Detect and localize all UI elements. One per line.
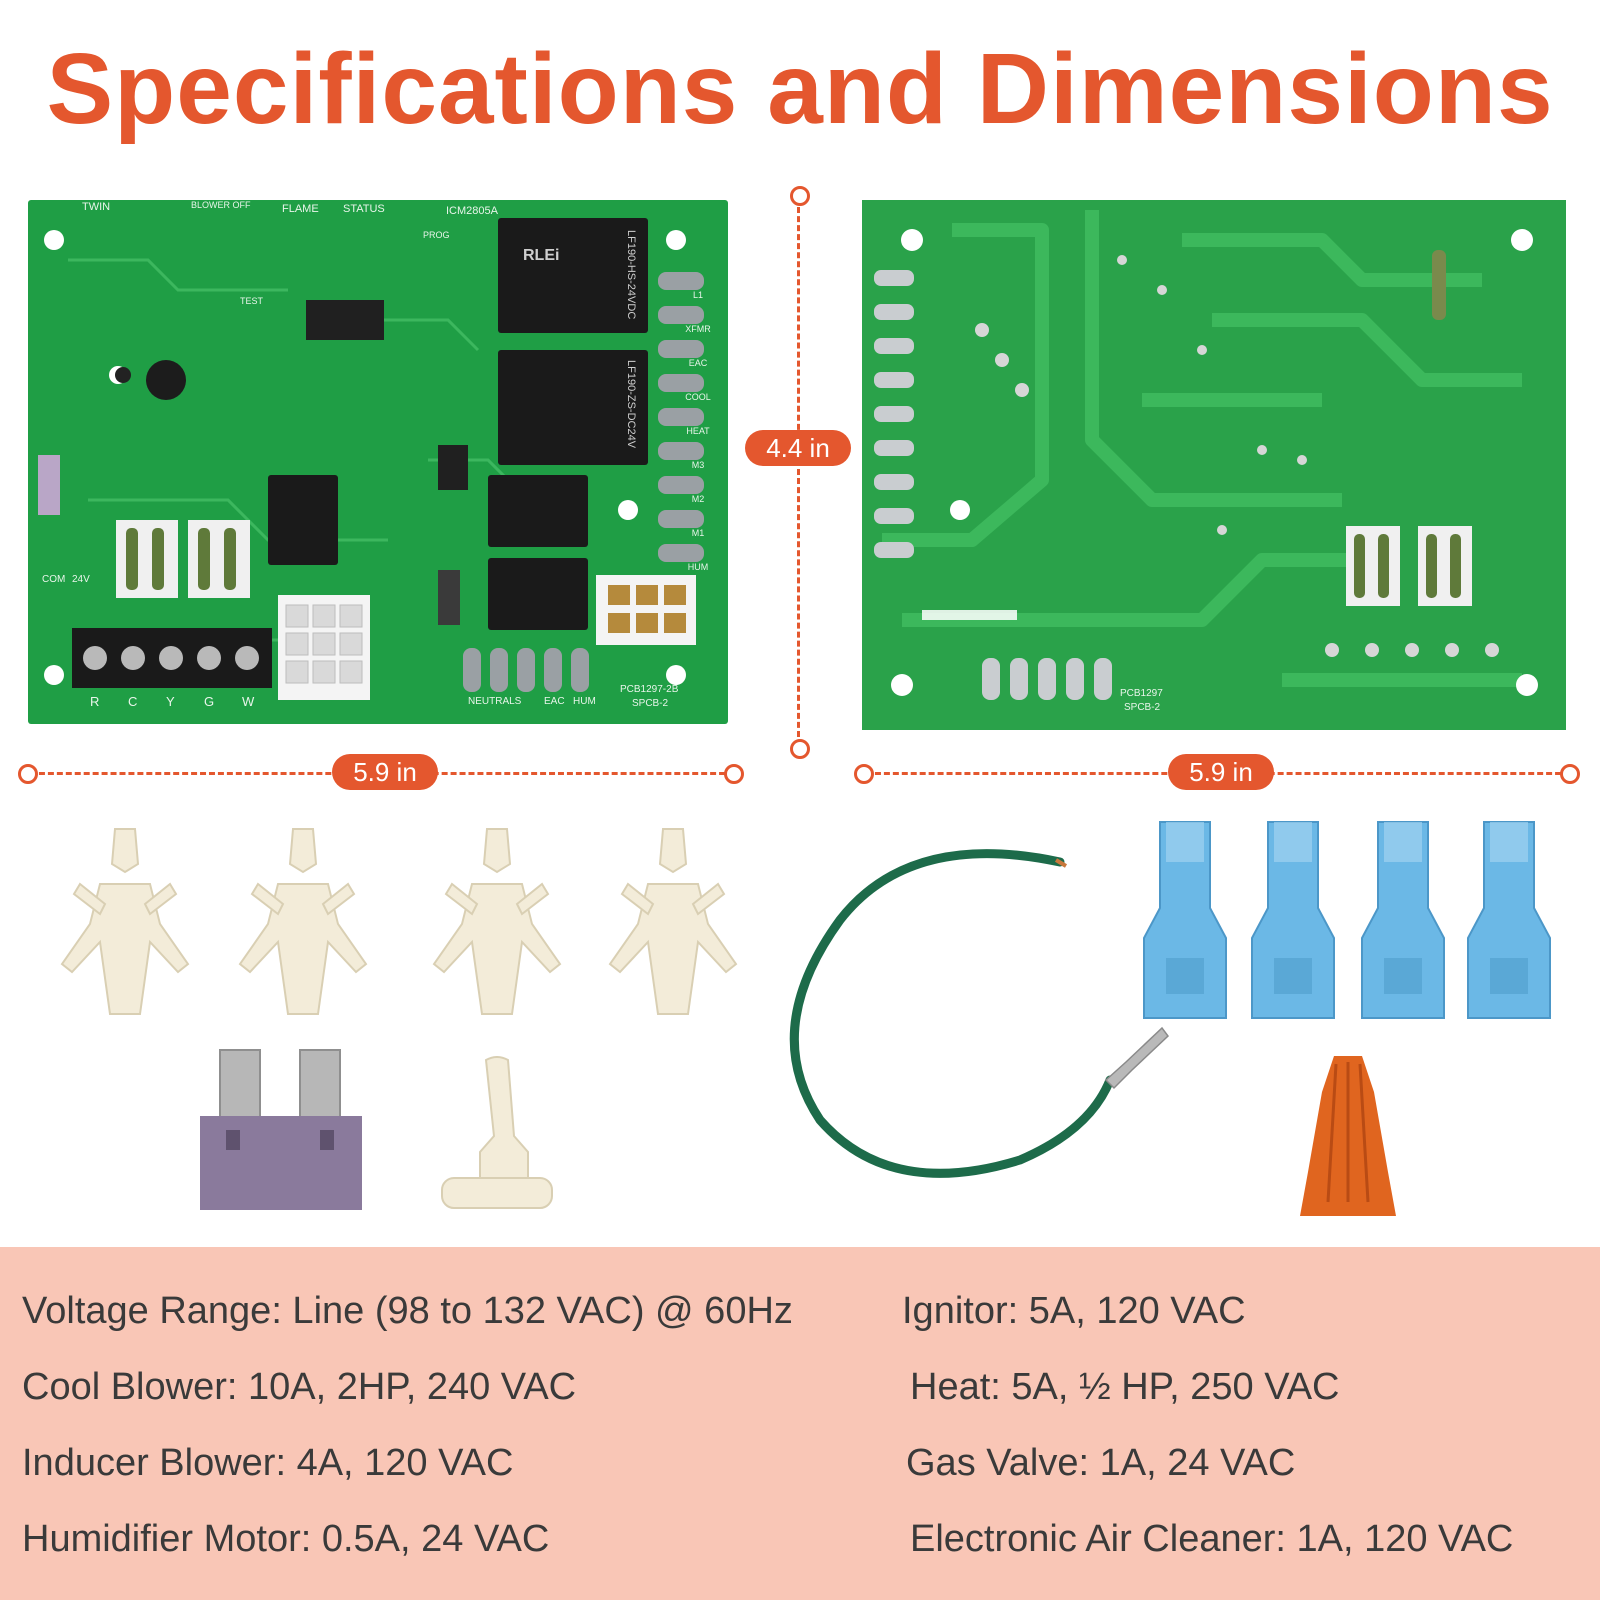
tab-label-eac: EAC	[689, 358, 708, 368]
spec-humidifier-motor: Humidifier Motor: 0.5A, 24 VAC	[22, 1518, 550, 1560]
silk-spcb: SPCB-2	[632, 698, 669, 709]
tab-label-cool: COOL	[685, 392, 711, 402]
connector-p2	[596, 575, 696, 645]
terminal-block	[72, 628, 272, 688]
tab-label-m2: M2	[692, 494, 705, 504]
connector-p1	[278, 595, 370, 700]
silk-test: TEST	[240, 296, 264, 306]
standoff-icon	[608, 828, 738, 1015]
terminal-label-c: C	[128, 694, 137, 709]
fuse-icon	[200, 1049, 362, 1210]
silk-24v: 24V	[72, 574, 90, 585]
silk-com: COM	[42, 574, 65, 585]
standoff-icon	[238, 828, 368, 1015]
relay-large-2: LF190-ZS-DC24V	[498, 350, 648, 465]
relay-1-model: LF190-HS-24VDC	[625, 230, 637, 319]
wire-nut-icon	[1300, 1056, 1396, 1216]
tab-label-m3: M3	[692, 460, 705, 470]
relay-small-1	[488, 475, 588, 547]
width-label-back: 5.9 in	[1168, 754, 1274, 790]
silk-blower-off: BLOWER OFF	[191, 200, 251, 210]
silk-eac: EAC	[544, 696, 565, 707]
female-terminal-icon	[1251, 821, 1335, 1019]
tab-label-m1: M1	[692, 528, 705, 538]
relay-large-1: RLEi LF190-HS-24VDC	[498, 218, 648, 333]
relay-small-2	[488, 558, 588, 630]
control-board-back: PCB1297 SPCB-2	[862, 200, 1566, 730]
silk-flame: FLAME	[282, 203, 319, 215]
specifications-panel: Voltage Range: Line (98 to 132 VAC) @ 60…	[0, 1247, 1600, 1600]
jumper-wire-icon	[789, 849, 1170, 1178]
dimension-end-marker	[790, 739, 810, 759]
back-silk-pcb: PCB1297	[1120, 688, 1163, 699]
female-terminal-icon	[1467, 821, 1551, 1019]
silk-twin: TWIN	[82, 201, 110, 213]
tab-label-xfmr: XFMR	[685, 324, 711, 334]
female-terminal-icon	[1361, 821, 1445, 1019]
terminal-label-y: Y	[166, 694, 175, 709]
spec-electronic-air-cleaner: Electronic Air Cleaner: 1A, 120 VAC	[910, 1518, 1514, 1560]
silk-neutrals: NEUTRALS	[468, 696, 522, 707]
dimension-end-marker	[854, 764, 874, 784]
dimension-end-marker	[1560, 764, 1580, 784]
relay-brand-1: RLEi	[523, 247, 559, 264]
dimension-end-marker	[18, 764, 38, 784]
female-terminal-icon	[1143, 821, 1227, 1019]
silk-prog: PROG	[423, 230, 450, 240]
silk-status: STATUS	[343, 203, 385, 215]
dimension-end-marker	[790, 186, 810, 206]
silk-model: ICM2805A	[446, 205, 499, 217]
spec-ignitor: Ignitor: 5A, 120 VAC	[902, 1290, 1246, 1332]
spec-inducer-blower: Inducer Blower: 4A, 120 VAC	[22, 1442, 514, 1484]
standoff-icon	[60, 828, 190, 1015]
control-board-front: RLEi LF190-HS-24VDC LF190-ZS-DC24V	[28, 200, 728, 724]
standoff-icon	[432, 828, 562, 1015]
tab-label-hum: HUM	[688, 562, 709, 572]
back-silk-spcb: SPCB-2	[1124, 702, 1161, 713]
support-post-icon	[441, 1056, 553, 1209]
spec-cool-blower: Cool Blower: 10A, 2HP, 240 VAC	[22, 1366, 577, 1408]
relay-2-model: LF190-ZS-DC24V	[625, 360, 637, 449]
tab-label-heat: HEAT	[686, 426, 710, 436]
silk-pcb: PCB1297-2B	[620, 684, 679, 695]
page-title: Specifications and Dimensions	[46, 33, 1554, 145]
width-label-front: 5.9 in	[332, 754, 438, 790]
height-dimension-line	[797, 198, 802, 746]
silk-hum: HUM	[573, 696, 596, 707]
tab-label-l1: L1	[693, 290, 703, 300]
height-label: 4.4 in	[745, 430, 851, 466]
terminal-label-w: W	[242, 694, 255, 709]
spec-heat: Heat: 5A, ½ HP, 250 VAC	[910, 1366, 1340, 1408]
terminal-label-g: G	[204, 694, 214, 709]
spec-gas-valve: Gas Valve: 1A, 24 VAC	[906, 1442, 1296, 1484]
dimension-end-marker	[724, 764, 744, 784]
spec-voltage-range: Voltage Range: Line (98 to 132 VAC) @ 60…	[22, 1290, 793, 1332]
relay-small-3	[268, 475, 338, 565]
terminal-label-r: R	[90, 694, 99, 709]
